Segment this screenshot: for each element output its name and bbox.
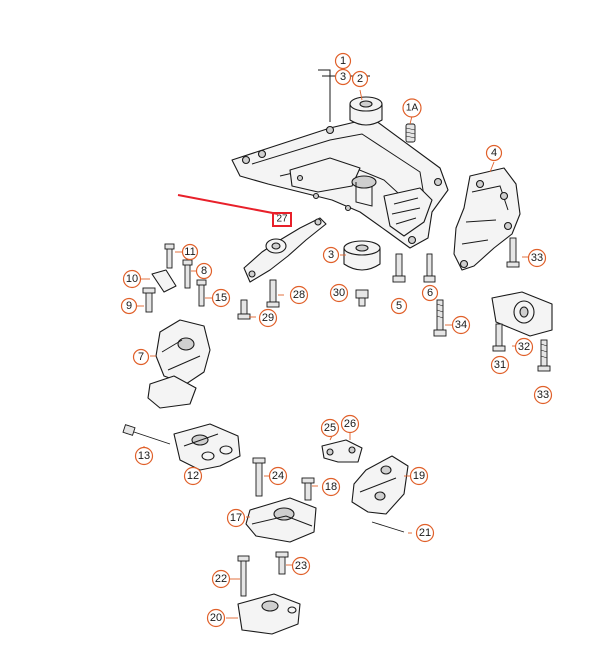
svg-text:1: 1: [340, 55, 346, 67]
svg-text:32: 32: [518, 341, 530, 353]
callout-10: 10: [122, 269, 142, 289]
callout-23: 23: [291, 556, 311, 576]
svg-text:7: 7: [138, 351, 144, 363]
svg-text:19: 19: [413, 470, 425, 482]
svg-text:3: 3: [340, 71, 346, 83]
engine-mount-left: [147, 319, 211, 409]
spring-pin: [405, 123, 416, 143]
svg-text:10: 10: [126, 273, 138, 285]
highlight-box: [272, 212, 292, 227]
callout-11: 11: [181, 243, 199, 261]
svg-text:27: 27: [276, 214, 288, 225]
svg-text:18: 18: [325, 481, 337, 493]
callout-1a: 1A: [402, 98, 422, 118]
callout-25: 25: [320, 418, 340, 438]
svg-text:6: 6: [427, 287, 433, 299]
long-bolt-13: [122, 424, 171, 445]
svg-text:33: 33: [531, 252, 543, 264]
svg-text:28: 28: [293, 289, 305, 301]
svg-text:21: 21: [419, 527, 431, 539]
svg-text:1A: 1A: [406, 103, 419, 114]
callout-17: 17: [226, 508, 246, 528]
callout-21: 21: [415, 523, 435, 543]
callout-18: 18: [321, 477, 341, 497]
svg-text:22: 22: [215, 573, 227, 585]
mount-base-20: [237, 593, 301, 635]
svg-text:11: 11: [184, 246, 195, 258]
callout-30: 30: [329, 283, 349, 303]
arm-bolts: [237, 279, 280, 320]
callouts: 1 3 2 1A 4 27 11 8 10 15 9 28 29 3 30 5 …: [120, 52, 553, 628]
callout-3-top: 3: [334, 68, 352, 86]
svg-text:9: 9: [126, 300, 132, 312]
callout-7: 7: [132, 348, 150, 366]
svg-text:17: 17: [230, 512, 242, 524]
svg-text:3: 3: [328, 249, 334, 261]
callout-27: 27: [276, 214, 288, 225]
svg-text:24: 24: [272, 470, 284, 482]
svg-text:23: 23: [295, 560, 307, 572]
svg-text:31: 31: [494, 359, 506, 371]
callout-20: 20: [206, 608, 226, 628]
callout-29: 29: [258, 308, 278, 328]
svg-text:29: 29: [262, 312, 274, 324]
svg-text:33: 33: [537, 389, 549, 401]
torque-support-arm: [243, 212, 327, 283]
callout-32: 32: [514, 337, 534, 357]
pointer-arrow: [177, 194, 279, 215]
callout-5: 5: [390, 297, 408, 315]
bracket-25: [321, 439, 363, 463]
callout-12: 12: [183, 466, 203, 486]
callout-22: 22: [211, 569, 231, 589]
left-hardware: [142, 243, 207, 313]
transmission-mount-17: [245, 497, 317, 543]
upper-bushing: [349, 96, 383, 126]
svg-text:30: 30: [333, 287, 345, 299]
svg-text:34: 34: [455, 319, 467, 331]
callout-26: 26: [340, 414, 360, 434]
callout-6: 6: [421, 284, 439, 302]
subframe-bolts: [355, 253, 447, 337]
svg-text:4: 4: [491, 147, 497, 159]
callout-8: 8: [195, 262, 213, 280]
transmission-bracket-19: [351, 455, 409, 515]
callout-24: 24: [268, 466, 288, 486]
svg-text:5: 5: [396, 300, 402, 312]
callout-9: 9: [120, 297, 138, 315]
svg-text:8: 8: [201, 265, 207, 277]
callout-28: 28: [289, 285, 309, 305]
callout-34: 34: [451, 315, 471, 335]
callout-33-top: 33: [527, 248, 547, 268]
svg-text:15: 15: [215, 292, 227, 304]
rear-bushing-mount: [491, 291, 553, 337]
subframe: [231, 117, 449, 249]
svg-text:26: 26: [344, 418, 356, 430]
lower-bushing: [343, 240, 381, 271]
callout-1: 1: [334, 52, 352, 70]
callout-4: 4: [485, 144, 503, 162]
callout-15: 15: [211, 288, 231, 308]
bracket-right: [453, 167, 521, 271]
callout-2: 2: [351, 70, 369, 88]
svg-text:12: 12: [187, 470, 199, 482]
svg-text:25: 25: [324, 422, 336, 434]
svg-text:20: 20: [210, 612, 222, 624]
callout-19: 19: [409, 466, 429, 486]
callout-3-bottom: 3: [322, 246, 340, 264]
callout-13: 13: [134, 446, 154, 466]
svg-text:2: 2: [357, 73, 363, 85]
svg-text:13: 13: [138, 450, 150, 462]
engine-bracket-12: [173, 423, 241, 471]
callout-31: 31: [490, 355, 510, 375]
callout-33-bottom: 33: [533, 385, 553, 405]
